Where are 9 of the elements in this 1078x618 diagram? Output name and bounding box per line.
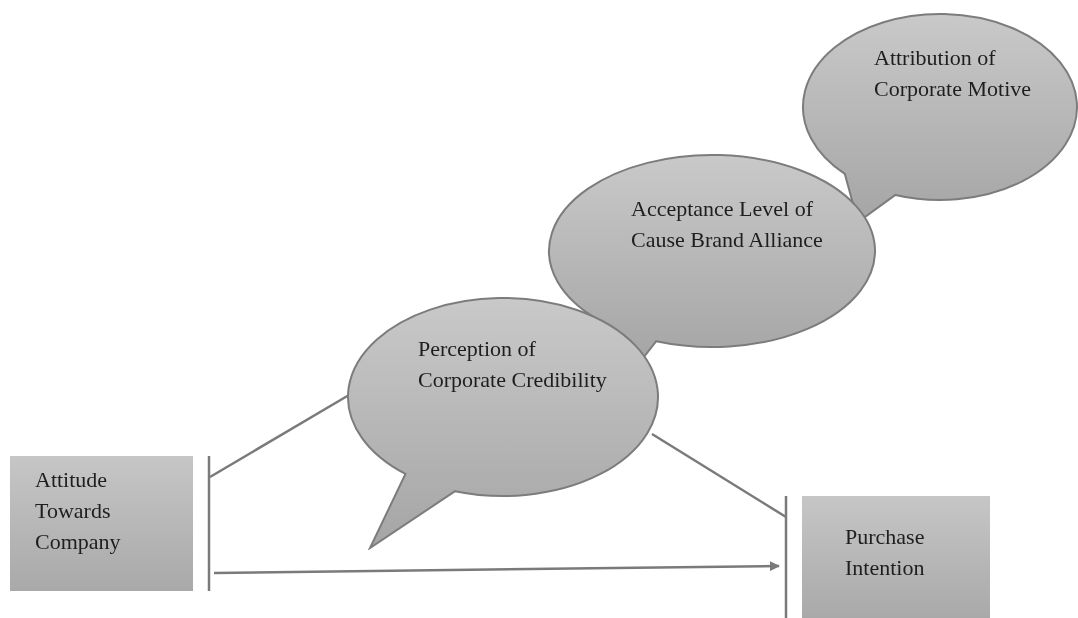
bubble-label: Attribution of Corporate Motive [874, 44, 1033, 103]
connector-line [214, 561, 780, 575]
bubble-label: Acceptance Level of Cause Brand Alliance [631, 195, 824, 254]
concept-box [10, 456, 193, 591]
box-label: Attitude Towards Company [35, 466, 122, 556]
bubble-label: Perception of Corporate Credibility [418, 335, 608, 394]
connector-line [651, 432, 787, 519]
concept-box [802, 496, 990, 618]
box-label: Purchase Intention [845, 523, 926, 582]
